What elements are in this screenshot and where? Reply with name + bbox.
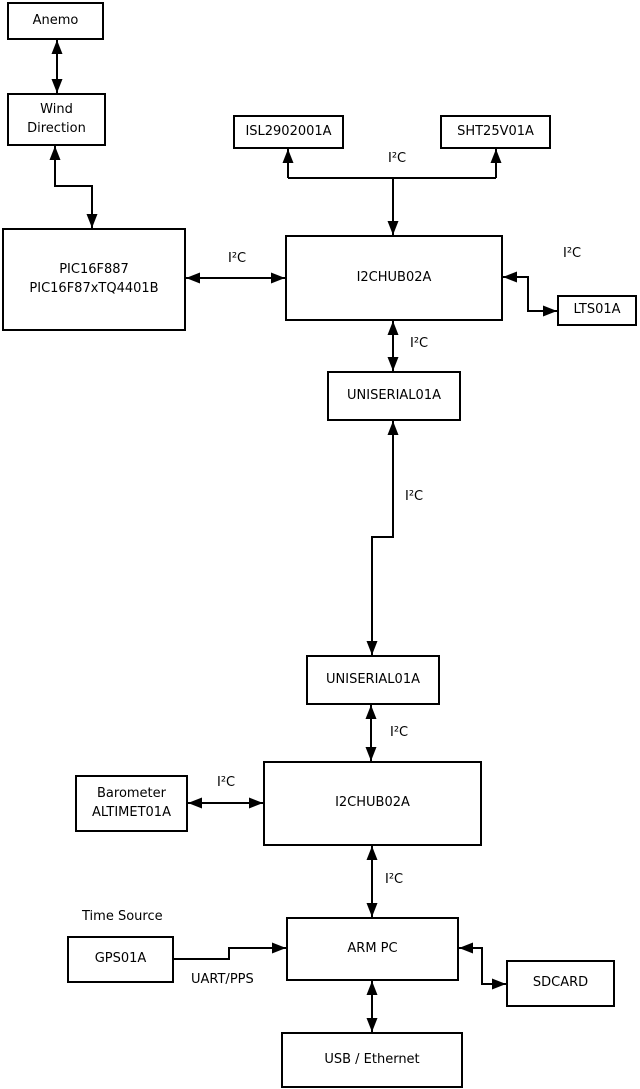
node-pic16f887: PIC16F887 PIC16F87xTQ4401B [2,228,186,331]
node-arm-pc: ARM PC [286,917,459,981]
node-i2chub02a-top: I2CHUB02A [285,235,503,321]
label-i2c-uniserial-link: I²C [405,489,424,504]
node-uniserial01a-upper: UNISERIAL01A [327,371,461,421]
connector-winddirection-pic [49,146,98,228]
node-isl2902001a: ISL2902001A [233,115,344,149]
connector-gps-armpc [174,942,286,960]
node-sht25v01a: SHT25V01A [440,115,551,149]
node-sdcard: SDCARD [506,960,615,1007]
label-i2c-barometer-hub: I²C [217,775,236,790]
label-i2c-pic-hub: I²C [228,251,247,266]
label-i2c-hub-lts: I²C [563,246,582,261]
node-uniserial01a-lower: UNISERIAL01A [306,655,440,705]
label-i2c-uniserial-hub: I²C [390,725,409,740]
label-uart-pps: UART/PPS [191,972,254,987]
node-i2chub02a-bottom: I2CHUB02A [263,761,482,846]
node-anemo: Anemo [7,2,104,40]
node-barometer-altimet01a: Barometer ALTIMET01A [75,775,188,832]
node-gps01a: GPS01A [67,936,174,983]
label-i2c-hub-armpc: I²C [385,872,404,887]
label-i2c-hub-uniserial: I²C [410,336,429,351]
connector-i2chub-top-lts [503,271,557,317]
connector-armpc-sdcard [459,942,506,990]
node-lts01a: LTS01A [557,295,637,326]
connector-uniserial-upper-lower [366,421,399,655]
label-time-source: Time Source [82,909,163,924]
node-usb-ethernet: USB / Ethernet [281,1032,463,1088]
node-wind-direction: Wind Direction [7,93,106,146]
label-i2c-sensor-branch: I²C [388,151,407,166]
